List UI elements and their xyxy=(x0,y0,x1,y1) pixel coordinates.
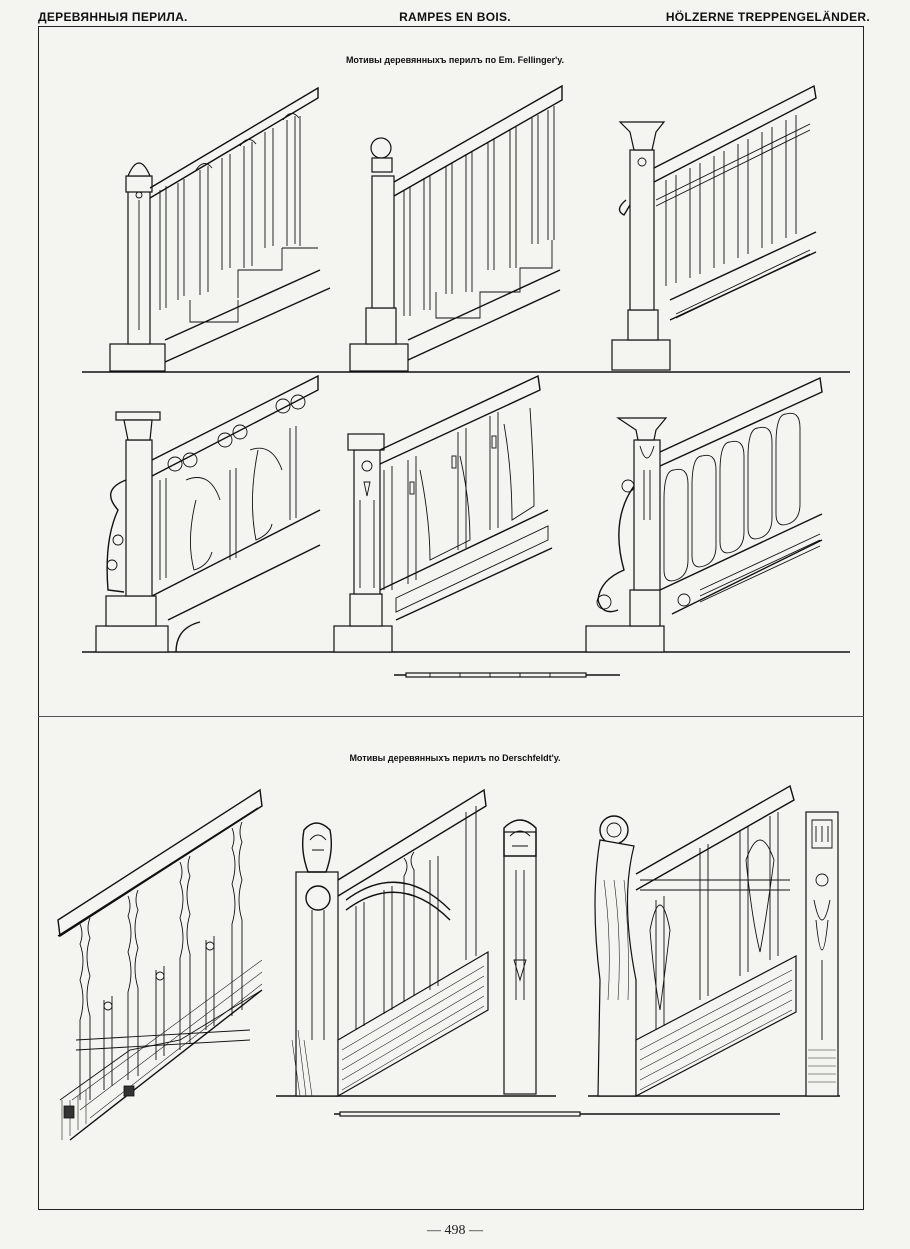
header-center-title: RAMPES EN BOIS. xyxy=(399,10,511,24)
derschfeldt-railing-3 xyxy=(588,784,840,1097)
fellinger-railing-3 xyxy=(611,84,817,371)
scale-bar-lower xyxy=(334,1111,780,1117)
fellinger-railing-5 xyxy=(333,374,553,653)
fellinger-railing-1 xyxy=(109,86,331,372)
derschfeldt-railing-1 xyxy=(57,788,263,1141)
section-title-derschfeldt: Мотивы деревянныхъ перилъ по Derschfeldt… xyxy=(349,753,561,763)
header-left-title: ДЕРЕВЯННЫЯ ПЕРИЛА. xyxy=(38,10,188,24)
fellinger-railing-4 xyxy=(95,374,321,653)
page-number: — 498 — xyxy=(427,1223,483,1238)
fellinger-railing-2 xyxy=(349,84,563,372)
derschfeldt-railing-2 xyxy=(276,788,556,1098)
plate-frame xyxy=(38,26,864,1210)
section-title-fellinger: Мотивы деревянныхъ перилъ по Em. Felling… xyxy=(345,55,565,65)
fellinger-railing-6 xyxy=(585,376,823,653)
header-right-title: HÖLZERNE TREPPENGELÄNDER. xyxy=(665,10,870,24)
scale-bar-upper xyxy=(394,672,620,678)
section-divider xyxy=(38,716,864,717)
